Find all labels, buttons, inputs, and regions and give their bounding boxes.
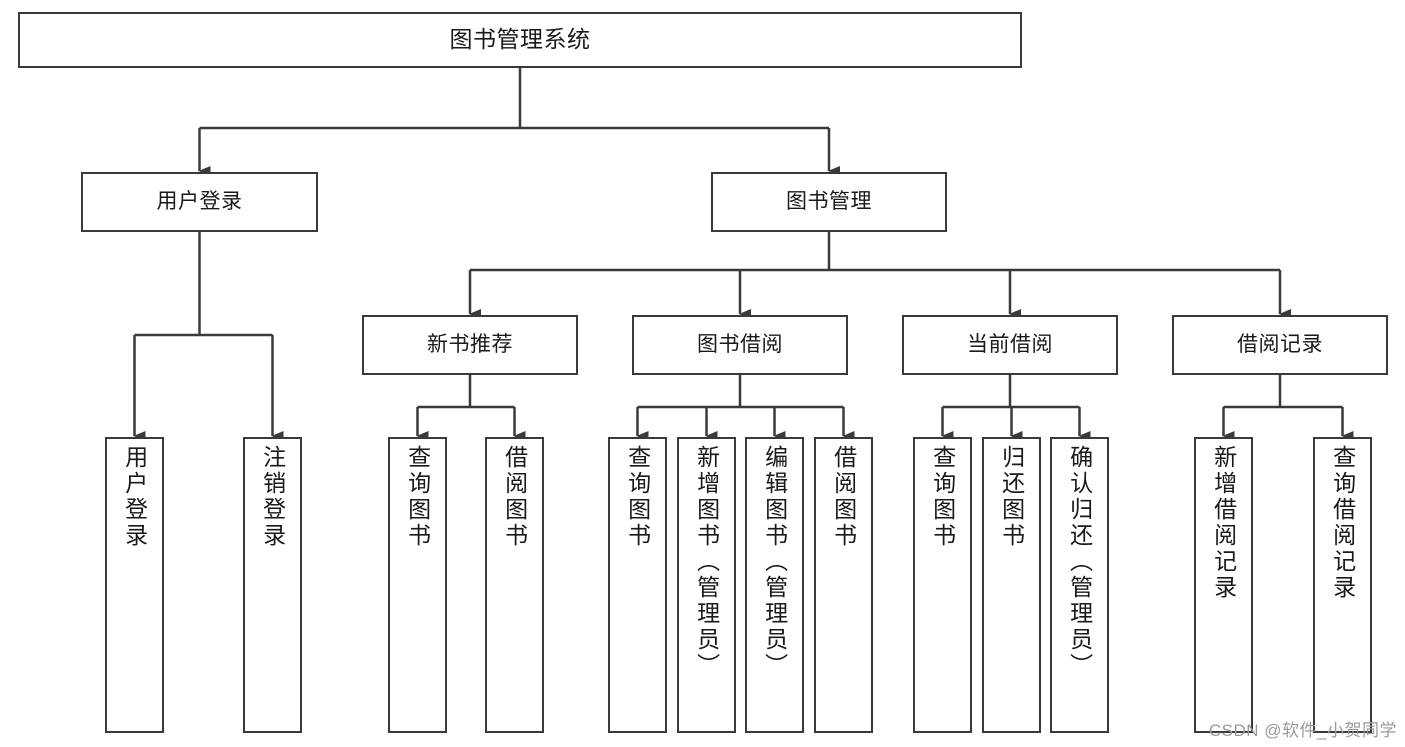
- node-leaf01[interactable]: 用户登录: [105, 437, 164, 733]
- node-label: 当前借阅: [967, 332, 1053, 356]
- node-leaf05[interactable]: 查询图书: [608, 437, 667, 733]
- node-l1b[interactable]: 图书管理: [711, 172, 947, 232]
- node-leaf07[interactable]: 编辑图书（管理员）: [745, 437, 804, 733]
- node-l2b[interactable]: 图书借阅: [632, 315, 848, 375]
- node-leaf02[interactable]: 注销登录: [243, 437, 302, 733]
- edge-paths: [133, 68, 1354, 441]
- node-label: 新书推荐: [427, 332, 513, 356]
- node-label: 用户登录: [156, 189, 243, 213]
- node-l1a[interactable]: 用户登录: [81, 172, 318, 232]
- node-label: 注销登录: [259, 445, 286, 549]
- node-l2d[interactable]: 借阅记录: [1172, 315, 1388, 375]
- node-label: 查询借阅记录: [1329, 445, 1356, 601]
- node-label: 图书管理: [786, 189, 872, 213]
- node-label: 新增借阅记录: [1210, 445, 1237, 601]
- node-leaf12[interactable]: 新增借阅记录: [1194, 437, 1253, 733]
- watermark: CSDN @软件_小贺同学: [1208, 721, 1397, 740]
- node-label: 新增图书（管理员）: [693, 445, 720, 679]
- node-label: 查询图书: [929, 445, 956, 549]
- node-root[interactable]: 图书管理系统: [18, 12, 1022, 68]
- node-label: 归还图书: [998, 445, 1025, 549]
- node-label: 借阅图书: [501, 445, 528, 549]
- node-label: 用户登录: [121, 445, 148, 549]
- node-l2c[interactable]: 当前借阅: [902, 315, 1118, 375]
- node-label: 借阅图书: [830, 445, 857, 549]
- node-leaf08[interactable]: 借阅图书: [814, 437, 873, 733]
- node-leaf09[interactable]: 查询图书: [913, 437, 972, 733]
- node-label: 图书借阅: [697, 332, 783, 356]
- node-label: 编辑图书（管理员）: [761, 445, 788, 679]
- node-leaf03[interactable]: 查询图书: [388, 437, 447, 733]
- node-leaf10[interactable]: 归还图书: [982, 437, 1041, 733]
- node-leaf06[interactable]: 新增图书（管理员）: [677, 437, 736, 733]
- node-l2a[interactable]: 新书推荐: [362, 315, 578, 375]
- node-label: 查询图书: [404, 445, 431, 549]
- node-leaf13[interactable]: 查询借阅记录: [1313, 437, 1372, 733]
- node-label: 借阅记录: [1237, 332, 1323, 356]
- node-label: 图书管理系统: [449, 26, 591, 53]
- node-leaf04[interactable]: 借阅图书: [485, 437, 544, 733]
- node-leaf11[interactable]: 确认归还（管理员）: [1050, 437, 1109, 733]
- node-label: 确认归还（管理员）: [1066, 445, 1093, 679]
- node-label: 查询图书: [624, 445, 651, 549]
